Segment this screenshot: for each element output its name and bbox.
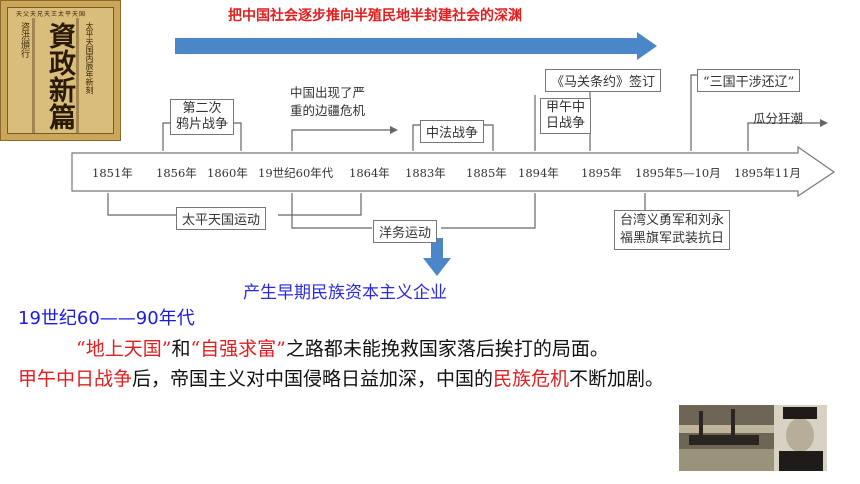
term-heavenly-kingdom: “地上天国” (76, 338, 172, 360)
year-label: 19世纪60年代 (258, 166, 334, 180)
book-divider (76, 18, 79, 133)
book-sub-right: 太平天国丙辰年新刻 (85, 22, 94, 94)
book-sub-left: 咨洪頒行 (19, 22, 29, 58)
event-scramble: 瓜分狂潮 (753, 111, 804, 126)
year-label: 1856年 (156, 166, 197, 180)
top-arrow-caption: 把中国社会逐步推向半殖民地半封建社会的深渊 (228, 8, 522, 24)
historical-photo-image (679, 405, 827, 471)
year-label: 1895年 (581, 166, 622, 180)
text: 后，帝国主义对中国侵略日益加深，中国的 (132, 368, 494, 390)
event-sino-japanese-war: 甲午中 日战争 (540, 98, 592, 134)
text: 和 (171, 338, 191, 360)
year-label: 1851年 (92, 166, 133, 180)
event-opium-war-2: 第二次 鸦片战争 (170, 99, 235, 135)
text: 之路都未能挽救国家落后挨打的局面。 (285, 338, 609, 360)
year-label: 1860年 (207, 166, 248, 180)
note-national-capitalism: 产生早期民族资本主义企业 (243, 283, 447, 303)
timeline-graphics (71, 74, 836, 276)
paragraph-1: “地上天国”和“自强求富”之路都未能挽救国家落后挨打的局面。 (76, 336, 609, 362)
book-cover-image: 天父天兄天王太平天国 咨洪頒行 資政新篇 太平天国丙辰年新刻 (0, 0, 121, 141)
term-sino-japanese-war: 甲午中日战争 (18, 368, 133, 390)
year-label: 1864年 (349, 166, 390, 180)
year-label: 1894年 (518, 166, 559, 180)
event-taiwan-resistance: 台湾义勇军和刘永 福黑旗军武装抗日 (614, 210, 731, 250)
event-shimonoseki-treaty: 《马关条约》签订 (545, 69, 662, 92)
book-top-text: 天父天兄天王太平天国 (16, 11, 87, 18)
period-label: 19世纪60——90年代 (18, 308, 195, 329)
book-title: 資政新篇 (44, 22, 75, 130)
year-label: 1895年5—10月 (635, 166, 721, 180)
photo-graphics (679, 405, 827, 471)
year-label: 1885年 (466, 166, 507, 180)
year-label: 1895年11月 (734, 166, 801, 180)
event-triple-intervention: “三国干涉还辽” (697, 69, 801, 92)
event-self-strengthening-movement: 洋务运动 (373, 220, 438, 243)
term-national-crisis: 民族危机 (493, 368, 570, 390)
paragraph-2: 甲午中日战争后，帝国主义对中国侵略日益加深，中国的民族危机不断加剧。 (18, 366, 664, 392)
event-taiping-movement: 太平天国运动 (176, 207, 267, 230)
year-label: 1883年 (405, 166, 446, 180)
text: 不断加剧。 (569, 368, 665, 390)
event-border-crisis: 中国出现了严 重的边疆危机 (290, 85, 366, 118)
top-blue-arrow (175, 32, 657, 60)
book-divider (32, 18, 35, 133)
term-self-strengthening: “自强求富” (190, 338, 286, 360)
event-sino-french-war: 中法战争 (420, 120, 485, 143)
